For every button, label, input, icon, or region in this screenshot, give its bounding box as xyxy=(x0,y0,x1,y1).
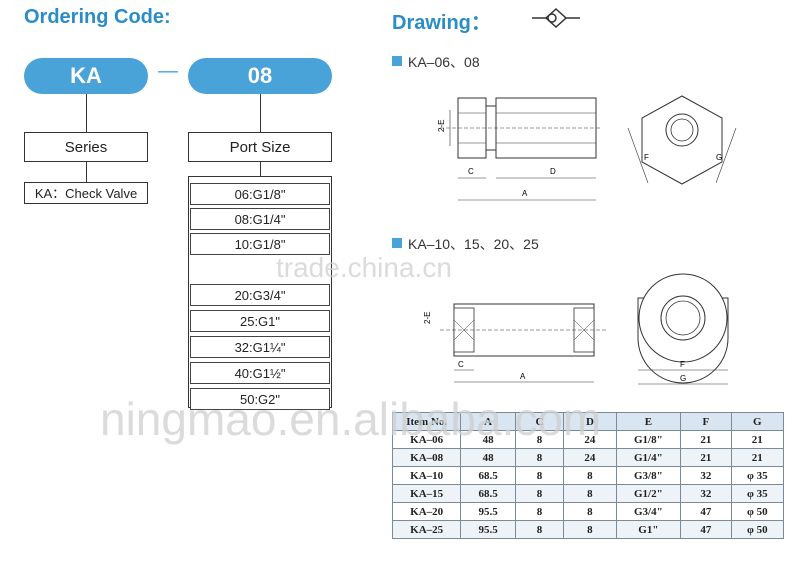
table-cell: KA–08 xyxy=(391,448,462,467)
port-size-item: 20:G3/4" xyxy=(190,284,330,306)
dim-a-label: A xyxy=(522,189,528,198)
watermark-top: trade.china.cn xyxy=(276,252,452,283)
table-cell: KA–20 xyxy=(391,502,462,521)
table-cell: KA–25 xyxy=(391,520,462,539)
table-cell: 48 xyxy=(460,430,516,449)
dim-g-label: G xyxy=(716,153,722,162)
table-header: D xyxy=(563,412,617,431)
connector-line xyxy=(86,94,87,132)
port-size-item: 06:G1/8" xyxy=(190,183,330,205)
port-size-item: 10:G1/8" xyxy=(190,233,330,255)
table-cell: 68.5 xyxy=(460,466,516,485)
port-size-item: 08:G1/4" xyxy=(190,208,330,230)
table-cell: 8 xyxy=(514,502,565,521)
table-cell: 32 xyxy=(680,484,732,503)
table-row: KA–25 95.5 8 8 G1" 47 φ 50 xyxy=(391,520,785,539)
table-cell: 8 xyxy=(514,466,565,485)
series-box: Series xyxy=(24,132,148,162)
table-cell: G3/8" xyxy=(615,466,682,485)
dim-f-label: F xyxy=(680,360,685,369)
table-cell: G1/4" xyxy=(615,448,682,467)
section-title-ka10-25: KA–10、15、20、25 xyxy=(408,236,539,252)
dim-c-label: C xyxy=(468,167,474,176)
ka06-side-view-drawing: 2-E C D A xyxy=(437,97,600,201)
series-value: KA：Check Valve xyxy=(24,182,148,204)
port-size-box: Port Size xyxy=(188,132,332,162)
dim-d-label: D xyxy=(550,167,556,176)
port-size-item: 32:G1¼" xyxy=(190,336,330,358)
dim-g-label: G xyxy=(680,374,686,383)
table-header-row: Item No. A C D E F G xyxy=(391,412,785,431)
table-cell: 21 xyxy=(680,448,732,467)
dim-2e-label: 2-E xyxy=(423,312,432,324)
section-marker-icon xyxy=(392,238,402,248)
table-row: KA–15 68.5 8 8 G1/2" 32 φ 35 xyxy=(391,484,785,503)
connector-line xyxy=(260,94,261,132)
code-port-pill: 08 xyxy=(188,58,332,94)
table-cell: 8 xyxy=(563,520,617,539)
port-size-item: 25:G1" xyxy=(190,310,330,332)
dim-a-label: A xyxy=(520,372,526,381)
table-cell: 21 xyxy=(730,430,785,449)
table-cell: KA–06 xyxy=(391,430,462,449)
table-cell: 8 xyxy=(514,448,565,467)
table-row: KA–10 68.5 8 8 G3/8" 32 φ 35 xyxy=(391,466,785,485)
watermark-bottom: ningmao.en.alibaba.com xyxy=(100,393,602,445)
table-cell: G3/4" xyxy=(615,502,682,521)
table-cell: 24 xyxy=(563,430,617,449)
table-cell: 24 xyxy=(563,448,617,467)
table-header: A xyxy=(460,412,516,431)
check-valve-symbol-icon xyxy=(532,7,580,29)
spec-table: Item No. A C D E F G KA–06 48 8 24 G1/8"… xyxy=(391,412,785,539)
dim-f-label: F xyxy=(644,153,649,162)
table-cell: 8 xyxy=(514,520,565,539)
table-cell: φ 50 xyxy=(730,520,785,539)
drawing-heading: Drawing： xyxy=(392,12,491,34)
table-cell: 21 xyxy=(680,430,732,449)
table-header: E xyxy=(615,412,682,431)
code-dash: — xyxy=(158,60,178,82)
ka10-side-view-drawing: 2-E C A xyxy=(423,303,606,383)
table-cell: 8 xyxy=(514,484,565,503)
table-cell: 8 xyxy=(563,502,617,521)
table-cell: 48 xyxy=(460,448,516,467)
ka06-end-view-drawing: F G xyxy=(627,95,737,185)
table-cell: 8 xyxy=(514,430,565,449)
table-header: G xyxy=(730,412,785,431)
section-title-ka06-08: KA–06、08 xyxy=(408,54,480,70)
table-cell: 21 xyxy=(730,448,785,467)
table-cell: φ 35 xyxy=(730,484,785,503)
dim-2e-label: 2-E xyxy=(437,120,446,132)
table-cell: 8 xyxy=(563,484,617,503)
table-cell: 95.5 xyxy=(460,502,516,521)
ordering-code-heading: Ordering Code: xyxy=(24,6,171,28)
connector-line xyxy=(260,162,261,176)
code-series-pill: KA xyxy=(24,58,148,94)
table-cell: G1/2" xyxy=(615,484,682,503)
table-header: F xyxy=(680,412,732,431)
table-cell: 8 xyxy=(563,466,617,485)
table-cell: 47 xyxy=(680,502,732,521)
table-cell: φ 35 xyxy=(730,466,785,485)
table-cell: 95.5 xyxy=(460,520,516,539)
section-marker-icon xyxy=(392,56,402,66)
table-cell: 47 xyxy=(680,520,732,539)
table-header: Item No. xyxy=(391,412,462,431)
connector-line xyxy=(86,162,87,182)
table-cell: G1" xyxy=(615,520,682,539)
port-size-item: 40:G1½" xyxy=(190,362,330,384)
dim-c-label: C xyxy=(458,360,464,369)
table-cell: G1/8" xyxy=(615,430,682,449)
table-header: C xyxy=(514,412,565,431)
table-cell: KA–10 xyxy=(391,466,462,485)
table-cell: 32 xyxy=(680,466,732,485)
table-cell: 68.5 xyxy=(460,484,516,503)
table-row: KA–20 95.5 8 8 G3/4" 47 φ 50 xyxy=(391,502,785,521)
table-cell: φ 50 xyxy=(730,502,785,521)
table-cell: KA–15 xyxy=(391,484,462,503)
port-size-item: 50:G2" xyxy=(190,388,330,410)
table-row: KA–08 48 8 24 G1/4" 21 21 xyxy=(391,448,785,467)
ka10-end-view-drawing: F G xyxy=(637,273,729,385)
